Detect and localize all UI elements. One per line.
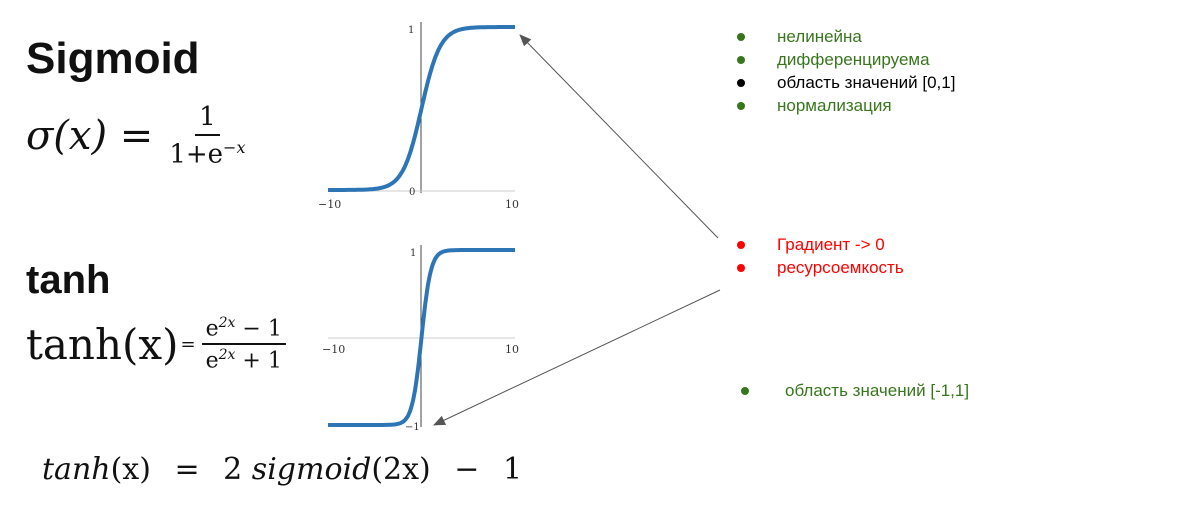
tanh-fraction: e2x − 1 e2x + 1 [201,315,286,374]
tanh-numerator-tail: − 1 [235,316,282,342]
list-item: ресурсоемкость [734,256,904,279]
sigmoid-fraction: 1 1+e−x [165,102,249,170]
sigmoid-pros-list: нелинейна дифференцируема область значен… [734,25,955,117]
tanh-numerator-exp: 2x [218,315,236,331]
tanh-x-left-label: −10 [322,343,345,356]
sigmoid-formula-lhs: σ(x) = [26,112,154,159]
identity-one: 1 [502,452,523,487]
list-item: область значений [0,1] [734,71,955,94]
sigmoid-curve [328,25,515,192]
tanh-formula-eq: = [180,333,196,355]
list-item: область значений [-1,1] [738,379,969,402]
tanh-range-list: область значений [-1,1] [738,379,969,402]
list-item: нормализация [734,94,955,117]
tanh-denominator-tail: + 1 [235,348,282,374]
bullet-icon [741,386,749,395]
bullet-icon [737,78,745,87]
bullet-icon [737,263,745,272]
sigmoid-y-bottom-label: 0 [409,187,415,198]
cons-item-text: Градиент -> 0 [777,234,885,254]
tanh-curve [328,248,515,427]
tanh-identity: tanh(x) = 2 sigmoid(2x) − 1 [42,452,522,487]
identity-coef: 2 [223,452,243,487]
tanh-title: tanh [26,258,111,302]
bullet-icon [737,55,745,64]
sigmoid-y-top-label: 1 [408,25,414,36]
sigmoid-formula: σ(x) = 1 1+e−x [26,102,249,170]
tanh-x-right-label: 10 [505,343,519,356]
sigmoid-denominator-base: 1+e [169,139,224,170]
cons-item-text: ресурсоемкость [777,257,904,277]
tanh-denominator-base: e [205,348,219,374]
sigmoid-numerator: 1 [195,102,220,136]
tanh-denominator: e2x + 1 [202,345,286,373]
identity-minus: − [454,452,480,487]
list-item: дифференцируема [734,48,955,71]
sigmoid-title: Sigmoid [26,34,200,83]
identity-fn: sigmoid [251,452,372,487]
cons-list: Градиент -> 0 ресурсоемкость [734,233,904,279]
identity-lhs-arg: (x) [110,452,151,487]
tanh-plot: 1 −1 −10 10 [322,245,519,433]
identity-fn-arg: (2x) [371,452,431,487]
sigmoid-plot: 1 0 −10 10 [318,22,519,211]
arrow-to-tanh-bottom [433,289,721,426]
pros-item-text: нормализация [777,95,892,115]
bullet-icon [737,101,745,110]
identity-lhs: tanh [42,452,111,487]
tanh-denominator-exp: 2x [218,347,236,364]
tanh-range-text: область значений [-1,1] [785,380,970,400]
sigmoid-denominator-exp: −x [223,138,246,157]
tanh-formula: tanh(x) = e2x − 1 e2x + 1 [26,315,286,374]
pros-item-text: область значений [0,1] [777,72,956,92]
sigmoid-x-right-label: 10 [505,198,519,211]
sigmoid-x-left-label: −10 [318,198,341,211]
bullet-icon [737,32,745,41]
tanh-y-bottom-label: −1 [405,422,420,433]
sigmoid-denominator: 1+e−x [165,136,249,170]
list-item: нелинейна [734,25,955,48]
pros-item-text: дифференцируема [777,49,930,69]
tanh-y-top-label: 1 [410,248,416,259]
pros-item-text: нелинейна [777,26,862,46]
arrow-to-sigmoid-top [519,34,719,239]
bullet-icon [737,240,745,249]
tanh-numerator: e2x − 1 [201,315,286,346]
tanh-formula-lhs: tanh(x) [26,319,179,369]
identity-eq: = [174,452,200,487]
list-item: Градиент -> 0 [734,233,904,256]
tanh-numerator-base: e [205,316,219,342]
